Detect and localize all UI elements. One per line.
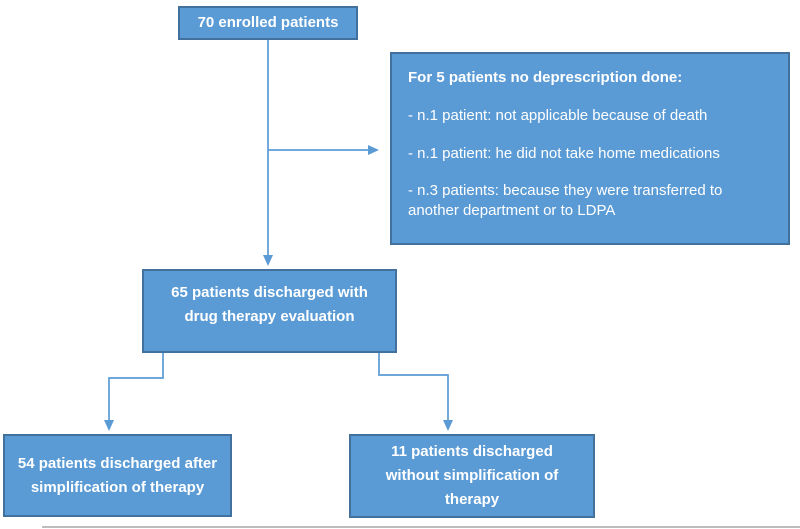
figure-bottom-rule <box>42 526 800 528</box>
discharged-evaluation-label: 65 patients discharged with drug therapy… <box>171 284 368 325</box>
no-deprescription-item-death: - n.1 patient: not applicable because of… <box>408 107 708 125</box>
no-deprescription-title: For 5 patients no deprescription done: <box>408 69 683 86</box>
no-deprescription-box: For 5 patients no deprescription done: -… <box>390 52 790 245</box>
discharged-not-simplified-label: 11 patients discharged without simplific… <box>385 443 559 508</box>
discharged-simplified-box: 54 patients discharged after simplificat… <box>3 434 232 517</box>
discharged-not-simplified-box: 11 patients discharged without simplific… <box>349 434 595 518</box>
connector-branch-to-info <box>268 145 379 155</box>
enrolled-patients-label: 70 enrolled patients <box>197 14 339 31</box>
no-deprescription-item-transferred: - n.3 patients: because they were transf… <box>408 181 723 219</box>
discharged-simplified-label: 54 patients discharged after simplificat… <box>17 454 218 496</box>
no-deprescription-item-home-medications: - n.1 patient: he did not take home medi… <box>408 144 720 162</box>
connector-discharged-to-not-simplified <box>378 353 453 431</box>
connector-discharged-to-simplified <box>104 353 164 431</box>
connector-enrolled-to-discharged <box>263 40 273 266</box>
enrolled-patients-box: 70 enrolled patients <box>178 6 358 40</box>
discharged-evaluation-box: 65 patients discharged with drug therapy… <box>142 269 397 353</box>
